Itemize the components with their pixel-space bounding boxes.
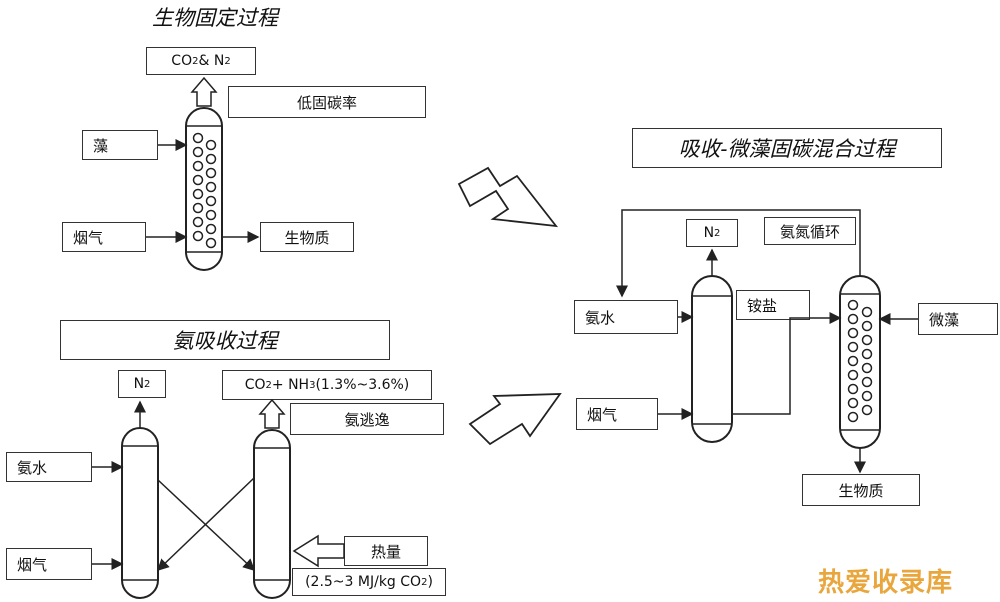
stripper-exhaust-hollow-arrow [258,398,286,429]
stripper-column [253,429,291,599]
flue-gas-input-box: 烟气 [62,222,146,252]
heat-box: 热量 [344,536,428,566]
hybrid-title-box: 吸收-微藻固碳混合过程 [632,128,942,168]
hybrid-absorber-column [691,275,733,443]
hybrid-ammonia-water-box: 氨水 [574,300,678,334]
hybrid-biomass-box: 生物质 [802,474,920,506]
ammonium-salt-box: 铵盐 [736,290,810,320]
fixation-exhaust-hollow-arrow [190,76,218,107]
absorber-column [121,427,159,599]
biomass-output-box: 生物质 [260,222,354,252]
exhaust-sub-2: 2 [224,55,231,67]
fixation-title: 生物固定过程 [152,6,278,30]
energy-text-2: ) [427,574,433,590]
low-rate-box: 低固碳率 [228,86,426,118]
exhaust-sub-1: 2 [192,55,199,67]
n2-text: N [133,376,145,392]
fixation-photobioreactor [185,107,223,271]
lean-solution-line [156,477,255,572]
n2-sub: 2 [144,378,151,390]
hybrid-title: 吸收-微藻固碳混合过程 [678,137,896,161]
co2nh3-sub-2: 3 [309,379,316,391]
hybrid-flue-gas-box: 烟气 [576,398,658,430]
exhaust-text-1: CO [171,53,193,69]
hybrid-n2-sub: 2 [714,227,721,239]
co2nh3-text-1: CO [244,377,266,393]
ammonium-salt-line [732,312,842,415]
nitrogen-cycle-box: 氨氮循环 [764,217,856,245]
co2nh3-text-3: (1.3%~3.6%) [315,377,410,393]
exhaust-text-2: & N [198,53,225,69]
ammonia-water-input-box: 氨水 [6,452,92,482]
flue-gas-input-box-2: 烟气 [6,548,92,580]
energy-text-1: (2.5~3 MJ/kg CO [305,574,422,590]
heat-hollow-arrow [292,534,345,568]
hybrid-photobioreactor [839,275,881,449]
absorption-title: 氨吸收过程 [172,329,278,353]
co2nh3-sub-1: 2 [265,379,272,391]
algae-input-box: 藻 [82,130,158,160]
hybrid-n2-text: N [703,225,715,241]
co2nh3-text-2: + NH [271,377,310,393]
energy-sub: 2 [421,576,428,588]
rich-solution-line [157,479,256,572]
microalgae-input-box: 微藻 [918,303,998,335]
absorption-title-box: 氨吸收过程 [60,320,390,360]
ammonia-escape-box: 氨逃逸 [290,403,444,435]
watermark-logo: 热爱收录库 [818,568,954,598]
transition-arrow-top [457,166,559,228]
transition-arrow-bottom [468,393,562,446]
